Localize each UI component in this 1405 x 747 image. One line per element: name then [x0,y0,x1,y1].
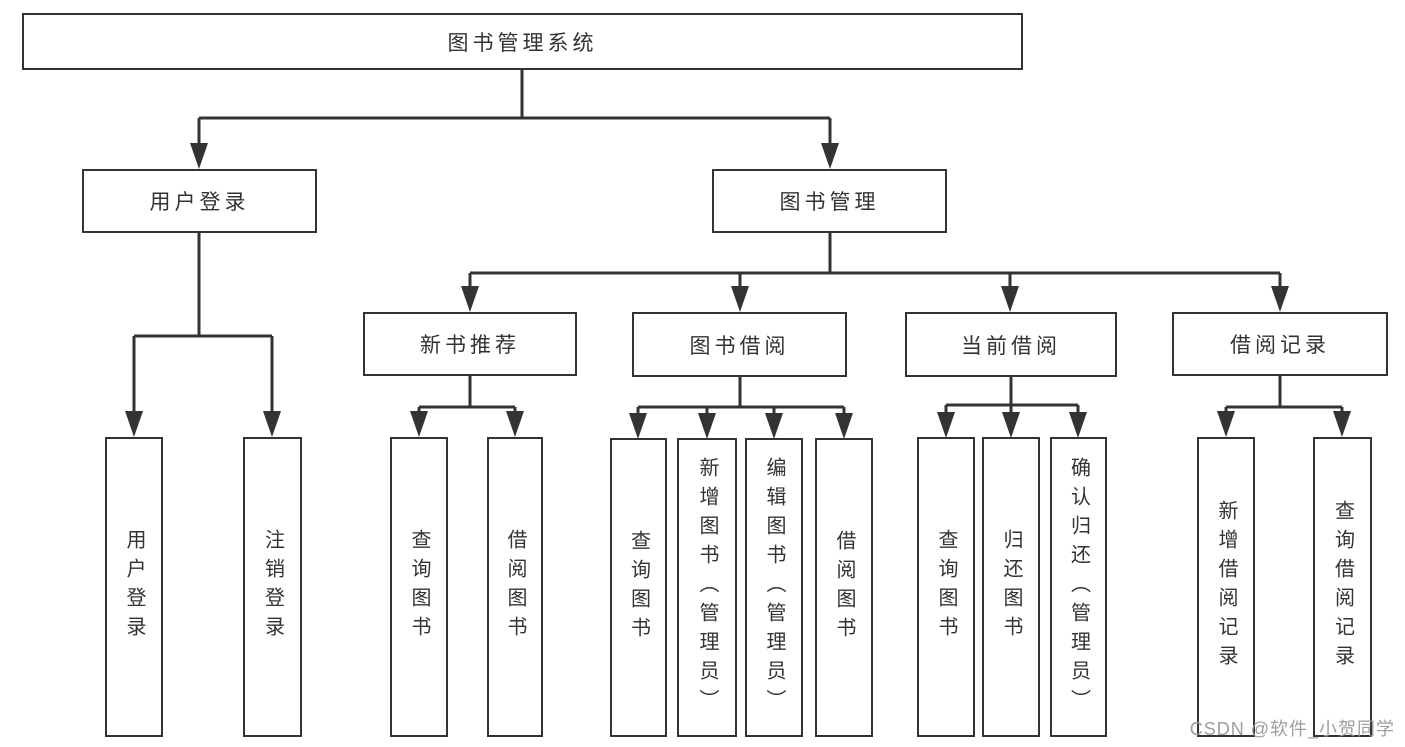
leaf-recommend-borrow-books: 借阅图书 [487,437,543,737]
node-user-login: 用户登录 [82,169,317,233]
connector-paths [132,70,1344,417]
leaf-borrow-edit-books-admin-label: 编辑图书（管理员） [763,457,785,718]
leaf-recommend-query-books-label: 查询图书 [408,529,430,645]
leaf-records-add-record: 新增借阅记录 [1197,437,1255,737]
node-current-borrow-label: 当前借阅 [961,334,1061,358]
csdn-watermark: CSDN @软件_小贺同学 [1189,719,1395,739]
leaf-user-login: 用户登录 [105,437,163,737]
leaf-records-add-record-label: 新增借阅记录 [1215,500,1237,674]
leaf-recommend-borrow-books-label: 借阅图书 [504,529,526,645]
arrowheads [125,143,1351,439]
leaf-recommend-query-books: 查询图书 [390,437,448,737]
leaf-logout-label: 注销登录 [261,529,284,645]
leaf-borrow-borrow-books: 借阅图书 [815,438,873,737]
leaf-user-login-label: 用户登录 [123,529,145,645]
leaf-records-query-record-label: 查询借阅记录 [1331,500,1354,674]
node-book-borrow: 图书借阅 [632,312,847,377]
leaf-current-query-books: 查询图书 [917,437,975,737]
node-root-label: 图书管理系统 [447,31,598,55]
node-book-management-label: 图书管理 [779,191,880,214]
leaf-borrow-edit-books-admin: 编辑图书（管理员） [745,438,803,737]
node-borrow-records: 借阅记录 [1172,312,1388,376]
leaf-current-query-books-label: 查询图书 [935,529,957,645]
leaf-current-confirm-return-admin: 确认归还（管理员） [1050,437,1107,737]
leaf-logout: 注销登录 [243,437,302,737]
leaf-borrow-query-books-label: 查询图书 [627,529,650,646]
node-book-management: 图书管理 [712,169,947,233]
leaf-current-return-books: 归还图书 [982,437,1040,737]
leaf-borrow-add-books-admin-label: 新增图书（管理员） [696,457,718,718]
node-book-borrow-label: 图书借阅 [689,334,790,358]
leaf-borrow-add-books-admin: 新增图书（管理员） [677,438,737,737]
node-current-borrow: 当前借阅 [905,312,1117,377]
node-borrow-records-label: 借阅记录 [1230,334,1330,357]
leaf-records-query-record: 查询借阅记录 [1313,437,1372,737]
node-root: 图书管理系统 [22,13,1023,70]
leaf-current-confirm-return-admin-label: 确认归还（管理员） [1067,456,1090,718]
node-user-login-label: 用户登录 [149,191,250,214]
leaf-current-return-books-label: 归还图书 [1000,529,1022,645]
node-new-book-recommend-label: 新书推荐 [420,334,520,357]
node-new-book-recommend: 新书推荐 [363,312,577,376]
leaf-borrow-borrow-books-label: 借阅图书 [833,529,855,646]
leaf-borrow-query-books: 查询图书 [610,438,667,737]
